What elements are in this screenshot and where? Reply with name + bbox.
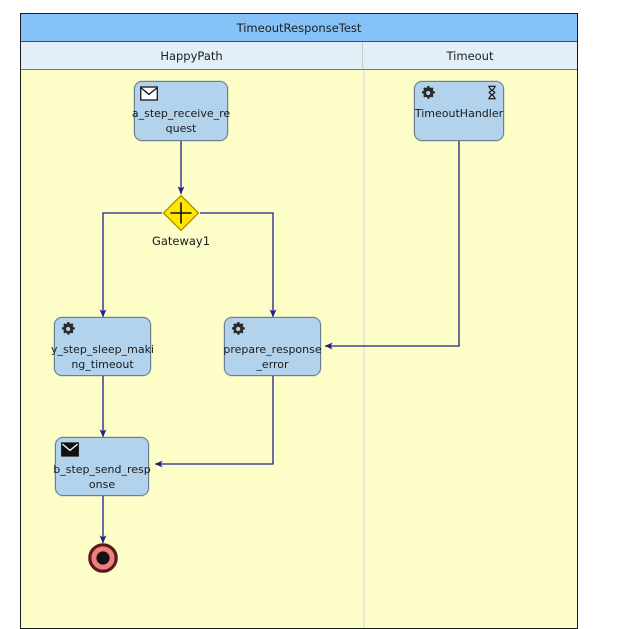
task-label: prepare_response _error [223, 343, 322, 371]
envelope-outline-icon [140, 86, 158, 101]
task-timeout-handler[interactable]: TimeoutHandler [414, 81, 504, 141]
hourglass-timer-icon [488, 85, 496, 100]
task-label: b_step_send_resp onse [53, 463, 151, 491]
gear-icon [61, 322, 75, 335]
task-label: a_step_receive_re quest [131, 107, 231, 135]
gateway-label: Gateway1 [151, 234, 211, 248]
plus-icon [170, 202, 192, 224]
end-event-terminate[interactable] [88, 543, 118, 573]
task-label: y_step_sleep_maki ng_timeout [51, 343, 154, 371]
gateway-gateway1[interactable]: Gateway1 [152, 194, 210, 248]
task-b-step-send-response[interactable]: b_step_send_resp onse [53, 437, 151, 496]
task-y-step-sleep-making-timeout[interactable]: y_step_sleep_maki ng_timeout [51, 317, 154, 376]
lane-divider [363, 70, 365, 628]
envelope-filled-icon [61, 442, 79, 457]
task-label: TimeoutHandler [414, 107, 504, 120]
gear-icon [421, 86, 435, 99]
terminate-end-event-shape [88, 543, 118, 573]
lane-header-timeout: Timeout [446, 48, 494, 63]
task-prepare-response-error[interactable]: prepare_response _error [223, 317, 322, 376]
lane-header-row: HappyPath Timeout [21, 42, 577, 70]
lane-header-happypath: HappyPath [21, 42, 363, 69]
gear-icon [231, 322, 245, 335]
parallel-gateway-shape [162, 194, 200, 232]
pool-title: TimeoutResponseTest [21, 14, 577, 42]
task-a-step-receive-request[interactable]: a_step_receive_re quest [132, 81, 230, 141]
